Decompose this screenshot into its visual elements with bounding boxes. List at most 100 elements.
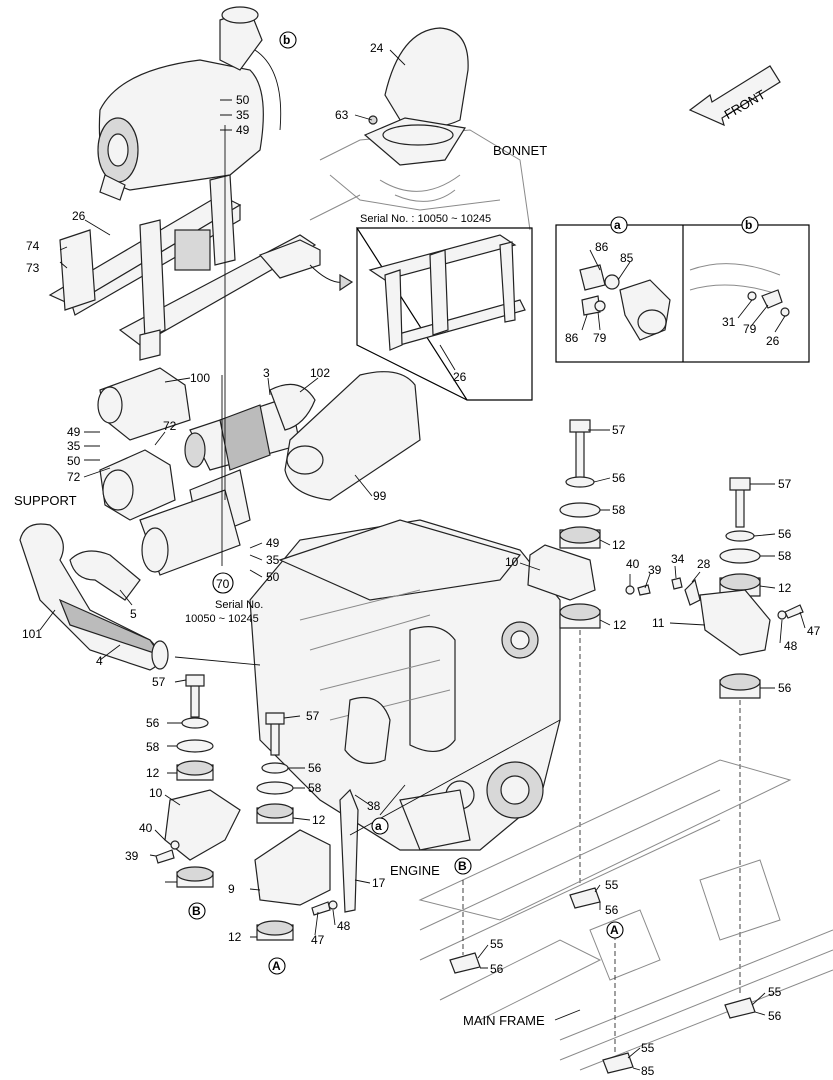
callout-number: 72	[163, 419, 177, 433]
air-cleaner	[97, 6, 282, 201]
callout-number: 73	[26, 261, 40, 275]
callout-number: 86	[565, 331, 579, 345]
callout-number: 55	[768, 985, 782, 999]
callout-number: 10	[149, 786, 163, 800]
callout-number: 9	[228, 882, 235, 896]
svg-text:Serial No. : 10050 ~ 10245: Serial No. : 10050 ~ 10245	[360, 213, 491, 225]
callout-number: 56	[308, 761, 322, 775]
callout-number: 26	[72, 209, 86, 223]
callout-number: 47	[807, 624, 821, 638]
mount-stack-right	[527, 419, 804, 995]
callout-number: 34	[671, 552, 685, 566]
callout-number: 35	[236, 108, 250, 122]
callout-number: 35	[266, 553, 280, 567]
callout-number: 70	[216, 577, 230, 591]
leader-lines	[39, 49, 806, 1071]
callout-number: 58	[778, 549, 792, 563]
callout-number: 85	[620, 251, 634, 265]
callout-number: 86	[595, 240, 609, 254]
callout-number: 99	[373, 489, 387, 503]
serial-line-1: Serial No.	[215, 599, 263, 611]
callout-number: 12	[613, 618, 627, 632]
callout-number: 101	[22, 627, 42, 641]
callout-number: 74	[26, 239, 40, 253]
callout-number: 57	[778, 477, 792, 491]
main-frame	[418, 759, 833, 1074]
callout-number: 49	[266, 536, 280, 550]
callout-number: 50	[67, 454, 81, 468]
reference-markers: b a B A B A	[188, 31, 624, 975]
callout-number: 11	[652, 616, 665, 630]
callout-number: 102	[310, 366, 330, 380]
label-engine: ENGINE	[390, 863, 440, 878]
callout-number: 39	[125, 849, 139, 863]
callout-number: 40	[626, 557, 640, 571]
svg-text:a: a	[375, 819, 382, 833]
callout-number: 50	[266, 570, 280, 584]
engine	[249, 519, 561, 851]
callout-number: 12	[312, 813, 326, 827]
front-arrow-icon: FRONT	[688, 65, 781, 127]
callout-number: 56	[778, 681, 792, 695]
callout-number: 56	[146, 716, 160, 730]
callout-number: 12	[228, 930, 242, 944]
callout-number: 38	[367, 799, 381, 813]
callout-number: 50	[236, 93, 250, 107]
label-support: SUPPORT	[14, 493, 77, 508]
intake-components	[19, 367, 421, 671]
callout-number: 49	[236, 123, 250, 137]
callout-number: 17	[372, 876, 386, 890]
callout-number: 57	[152, 675, 166, 689]
svg-text:b: b	[745, 218, 752, 232]
callout-number: 12	[778, 581, 792, 595]
callout-number: 10	[505, 555, 519, 569]
callout-number: 26	[766, 334, 780, 348]
callout-number: 12	[146, 766, 160, 780]
callout-number: 55	[490, 937, 504, 951]
svg-text:A: A	[272, 959, 281, 973]
svg-text:B: B	[192, 904, 201, 918]
support-frame	[48, 174, 321, 361]
callout-number: 31	[722, 315, 736, 329]
callout-number: 58	[308, 781, 322, 795]
svg-text:26: 26	[453, 370, 467, 384]
section-labels: BONNET SUPPORT ENGINE MAIN FRAME Serial …	[14, 143, 547, 1028]
callout-number: 39	[648, 563, 662, 577]
callout-number: 3	[263, 366, 270, 380]
callout-number: 58	[146, 740, 160, 754]
callout-number: 56	[605, 903, 619, 917]
callout-number: 55	[641, 1041, 655, 1055]
callout-number: 40	[139, 821, 153, 835]
callout-number: 56	[612, 471, 626, 485]
callout-number: 85	[641, 1064, 655, 1078]
svg-text:B: B	[458, 859, 467, 873]
callout-number: 35	[67, 439, 81, 453]
callout-number: 12	[612, 538, 626, 552]
callout-number: 49	[67, 425, 81, 439]
callout-number: 63	[335, 108, 349, 122]
callout-number: 58	[612, 503, 626, 517]
callout-number: 48	[784, 639, 798, 653]
callout-number: 55	[605, 878, 619, 892]
detail-box: a b	[555, 216, 810, 363]
callout-number: 56	[490, 962, 504, 976]
callout-number: 24	[370, 41, 384, 55]
serial-inset: Serial No. : 10050 ~ 10245 26	[355, 213, 533, 401]
callout-number: 100	[190, 371, 210, 385]
callout-number: 56	[778, 527, 792, 541]
callout-number: 5	[130, 607, 137, 621]
callout-number: 4	[96, 654, 103, 668]
label-main-frame: MAIN FRAME	[463, 1013, 545, 1028]
svg-text:A: A	[610, 923, 619, 937]
label-bonnet: BONNET	[493, 143, 547, 158]
callout-number: 72	[67, 470, 81, 484]
callout-number: 79	[743, 322, 757, 336]
callout-number: 79	[593, 331, 607, 345]
bonnet-outline	[309, 129, 531, 231]
svg-text:a: a	[614, 218, 621, 232]
callout-number: 56	[768, 1009, 782, 1023]
serial-line-2: 10050 ~ 10245	[185, 613, 259, 625]
callout-number: 57	[306, 709, 320, 723]
